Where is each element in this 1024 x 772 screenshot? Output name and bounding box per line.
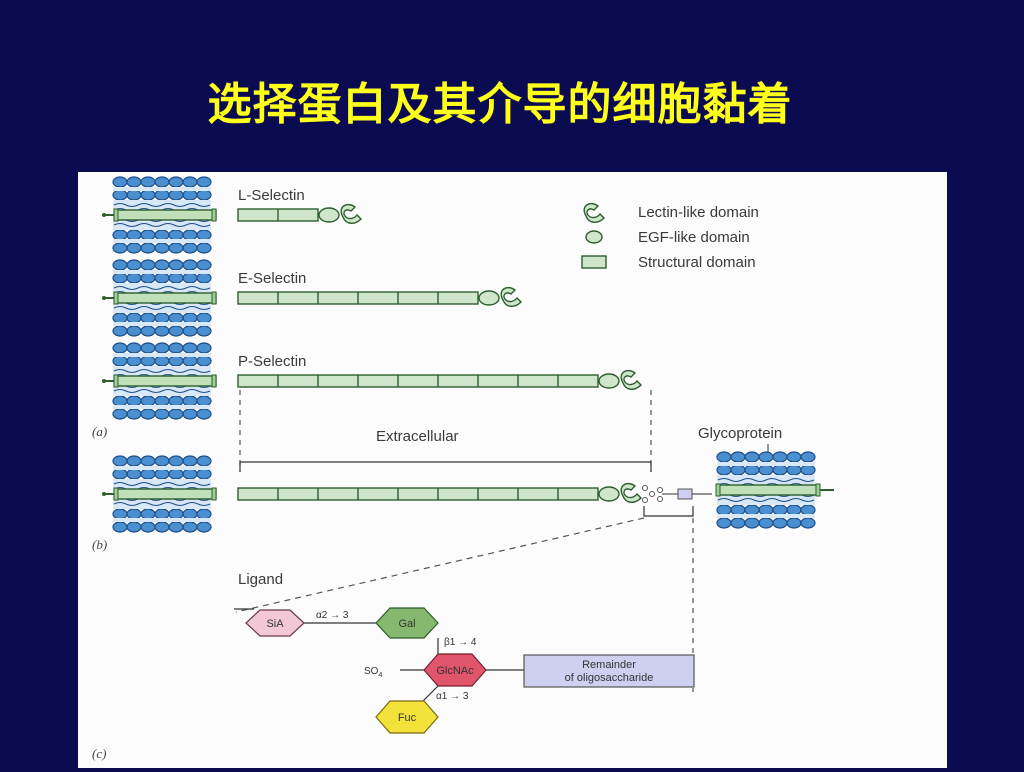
panel-c-label: (c) — [92, 746, 106, 761]
lectin-icon — [340, 203, 362, 224]
svg-text:SiA: SiA — [266, 618, 284, 630]
legend: Lectin-like domain EGF-like domain Struc… — [581, 202, 759, 271]
svg-text:of oligosaccharide: of oligosaccharide — [565, 672, 654, 684]
egf-icon — [598, 486, 620, 502]
so4-label: SO4 — [364, 666, 382, 679]
egf-icon — [585, 230, 603, 244]
selectin-ligand-complex — [101, 451, 834, 533]
egf-icon — [598, 373, 620, 389]
bond-sia-gal: α2 → 3 — [316, 610, 349, 621]
remainder-oligosaccharide-box: Remainder of oligosaccharide — [523, 654, 695, 688]
e-selectin-label: E-Selectin — [238, 270, 306, 287]
p-selectin-molecule — [101, 342, 642, 420]
l-selectin-label: L-Selectin — [238, 187, 305, 204]
svg-text:Gal: Gal — [398, 618, 415, 630]
p-selectin-label: P-Selectin — [238, 353, 306, 370]
structural-domain-icon — [237, 374, 599, 388]
e-selectin-molecule — [101, 259, 522, 337]
legend-label-egf: EGF-like domain — [638, 229, 750, 246]
egf-icon — [478, 290, 500, 306]
structural-domain-icon — [237, 208, 319, 222]
lectin-icon — [500, 286, 522, 307]
lectin-icon — [620, 482, 642, 503]
fuc-sugar: Fuc — [375, 700, 439, 734]
oligosaccharide-ligand-icon — [642, 485, 712, 503]
glycoprotein-label: Glycoprotein — [698, 425, 782, 442]
structural-domain-icon — [581, 255, 607, 269]
extracellular-label: Extracellular — [376, 428, 459, 445]
l-selectin-molecule — [101, 176, 362, 254]
gal-sugar: Gal — [375, 607, 439, 639]
bond-glcnac-fuc: α1 → 3 — [436, 691, 469, 702]
svg-text:GlcNAc: GlcNAc — [436, 665, 474, 677]
panel-b-label: (b) — [92, 537, 107, 552]
legend-label-structural: Structural domain — [638, 254, 756, 271]
lectin-icon — [620, 369, 642, 390]
glcnac-sugar: GlcNAc — [423, 653, 487, 687]
svg-text:Fuc: Fuc — [398, 712, 417, 724]
lectin-icon — [583, 202, 605, 223]
egf-icon — [318, 207, 340, 223]
bond-gal-glcnac: β1 → 4 — [444, 637, 477, 648]
extracellular-bracket — [239, 461, 652, 472]
svg-text:Remainder: Remainder — [582, 659, 636, 671]
structural-domain-icon — [237, 291, 479, 305]
legend-label-lectin: Lectin-like domain — [638, 204, 759, 221]
ligand-label: Ligand — [238, 571, 283, 588]
panel-a-label: (a) — [92, 424, 107, 439]
selectin-diagram-panel: L-Selectin E-Selectin — [78, 172, 947, 768]
slide-title: 选择蛋白及其介导的细胞黏着 — [207, 79, 793, 130]
structural-domain-icon — [237, 487, 599, 501]
sia-sugar: SiA — [245, 609, 305, 637]
